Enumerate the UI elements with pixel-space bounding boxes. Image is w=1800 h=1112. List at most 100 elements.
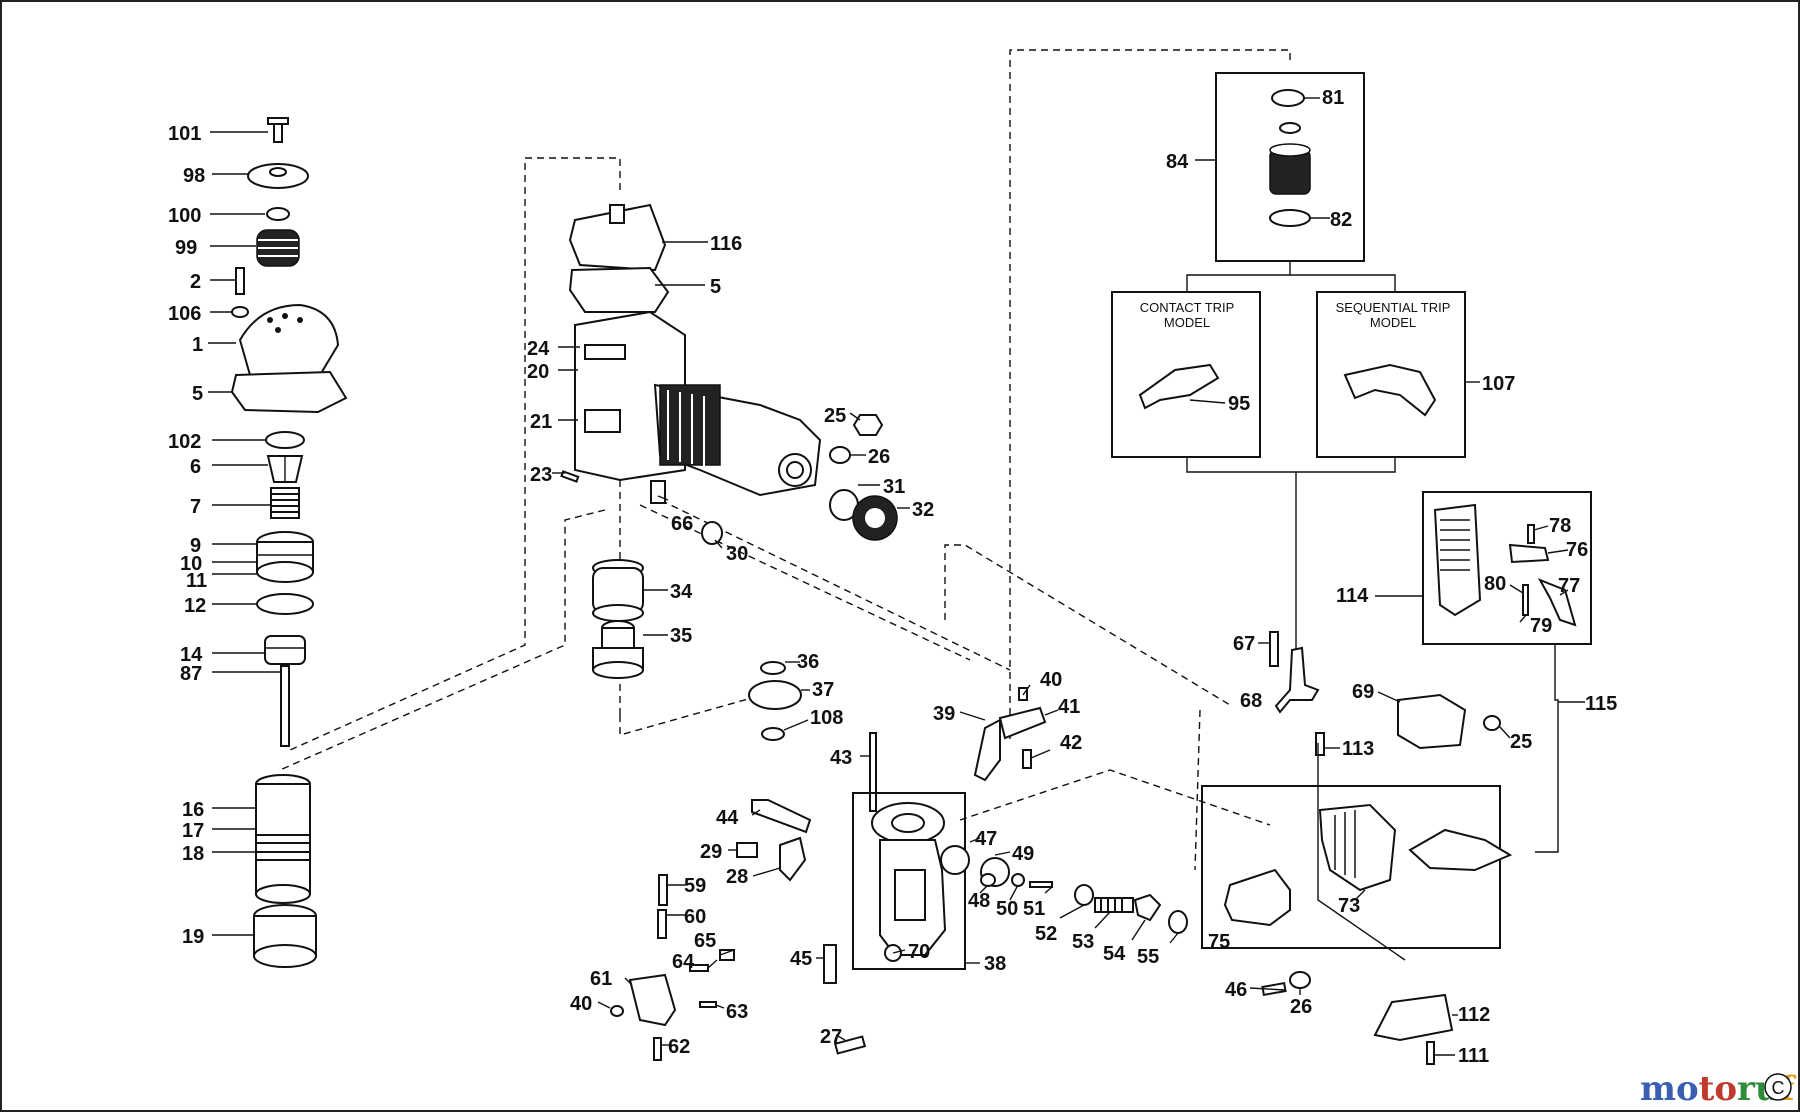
label-116: 116 xyxy=(710,233,742,255)
washer-52 xyxy=(1074,884,1094,906)
label-16: 16 xyxy=(182,799,204,821)
screw-111 xyxy=(1426,1041,1435,1065)
label-70: 70 xyxy=(908,941,930,963)
cap-98 xyxy=(247,163,309,189)
label-111: 111 xyxy=(1458,1045,1489,1067)
label-32: 32 xyxy=(912,499,934,521)
plunger-54 xyxy=(1133,893,1162,922)
label-12: 12 xyxy=(184,595,206,617)
pin-63 xyxy=(699,1001,717,1008)
screw-59 xyxy=(658,874,668,906)
screw-42 xyxy=(1022,749,1032,769)
label-47: 47 xyxy=(975,828,997,850)
piston-14 xyxy=(264,635,306,665)
label-64: 64 xyxy=(672,951,695,973)
gasket-5-center xyxy=(568,266,670,313)
driver-blade-87 xyxy=(280,665,290,747)
label-65: 65 xyxy=(694,930,716,952)
watermark-extra: C xyxy=(1772,1078,1785,1098)
label-99: 99 xyxy=(175,237,197,259)
label-114: 114 xyxy=(1336,585,1369,607)
label-25-right: 25 xyxy=(1510,731,1532,753)
contact-trip-caption-2: MODEL xyxy=(1164,315,1210,330)
label-21: 21 xyxy=(530,411,552,433)
seal-30 xyxy=(701,521,723,545)
contact-trip-line: CONTACT TRIP xyxy=(1140,300,1235,315)
sequential-trip-107 xyxy=(1343,363,1437,417)
main-housing-20-21-24 xyxy=(574,310,822,497)
label-28: 28 xyxy=(726,866,748,888)
box-contact-trip xyxy=(1111,291,1261,458)
label-101: 101 xyxy=(168,123,201,145)
label-102: 102 xyxy=(168,431,201,453)
label-25-upper: 25 xyxy=(824,405,846,427)
label-45: 45 xyxy=(790,948,812,970)
bumper-19 xyxy=(253,904,317,968)
lever-77 xyxy=(1537,578,1577,627)
door-plate xyxy=(1408,828,1513,872)
label-1: 1 xyxy=(192,334,203,356)
label-59: 59 xyxy=(684,875,706,897)
label-115: 115 xyxy=(1585,693,1617,715)
label-76: 76 xyxy=(1566,539,1588,561)
label-11: 11 xyxy=(186,570,207,592)
watermark: motoruf C xyxy=(1640,1069,1797,1109)
cylinder-cap-1 xyxy=(238,303,340,376)
cap-screw-101 xyxy=(267,117,289,143)
washer-108 xyxy=(761,727,785,741)
label-44: 44 xyxy=(716,807,739,829)
washer-100 xyxy=(266,207,290,221)
canister-75 xyxy=(1223,868,1291,927)
nut-25-upper xyxy=(852,414,884,436)
gasket-116 xyxy=(568,203,667,272)
label-39: 39 xyxy=(933,703,955,725)
label-2: 2 xyxy=(190,271,201,293)
sleeve-34 xyxy=(592,559,644,622)
o-ring-102 xyxy=(265,431,305,449)
pin-51 xyxy=(1029,881,1053,888)
label-5-center: 5 xyxy=(710,276,721,298)
spring-67 xyxy=(1269,631,1279,667)
spring-99 xyxy=(256,229,300,267)
label-20: 20 xyxy=(527,361,549,383)
label-27: 27 xyxy=(820,1026,842,1048)
label-52: 52 xyxy=(1035,923,1057,945)
sequential-trip-caption-2: MODEL xyxy=(1370,315,1416,330)
washer-106 xyxy=(231,306,249,318)
label-87: 87 xyxy=(180,663,202,685)
label-54: 54 xyxy=(1103,943,1126,965)
piston-9-10-11 xyxy=(256,531,314,583)
bumper-35 xyxy=(592,620,644,679)
rod-43 xyxy=(869,732,877,812)
label-26-upper: 26 xyxy=(868,446,890,468)
washer-26-lower xyxy=(1289,971,1311,989)
valve-84 xyxy=(1269,143,1311,195)
label-31: 31 xyxy=(883,476,905,498)
contact-trip-95 xyxy=(1138,363,1220,410)
label-53: 53 xyxy=(1072,931,1094,953)
label-69: 69 xyxy=(1352,681,1374,703)
o-ring-81 xyxy=(1271,89,1305,107)
sequential-trip-caption-1: SEQUENTIAL TRIP xyxy=(1336,300,1451,315)
label-10: 10 xyxy=(180,553,202,575)
label-80: 80 xyxy=(1484,573,1506,595)
label-40-lower: 40 xyxy=(570,993,592,1015)
bracket-28 xyxy=(779,836,807,882)
label-67: 67 xyxy=(1233,633,1255,655)
label-50: 50 xyxy=(996,898,1018,920)
label-9: 9 xyxy=(190,535,201,557)
label-43: 43 xyxy=(830,747,852,769)
label-14: 14 xyxy=(180,644,203,666)
cylinder-16-17-18 xyxy=(255,774,311,904)
spring-7 xyxy=(270,487,300,519)
label-36: 36 xyxy=(797,651,819,673)
label-7: 7 xyxy=(190,496,201,518)
nut-25-right xyxy=(1483,715,1501,731)
box-73-75 xyxy=(1201,785,1501,949)
label-40-upper: 40 xyxy=(1040,669,1062,691)
part-65 xyxy=(719,949,735,961)
box-114 xyxy=(1422,491,1592,645)
nose-piece xyxy=(871,802,970,956)
